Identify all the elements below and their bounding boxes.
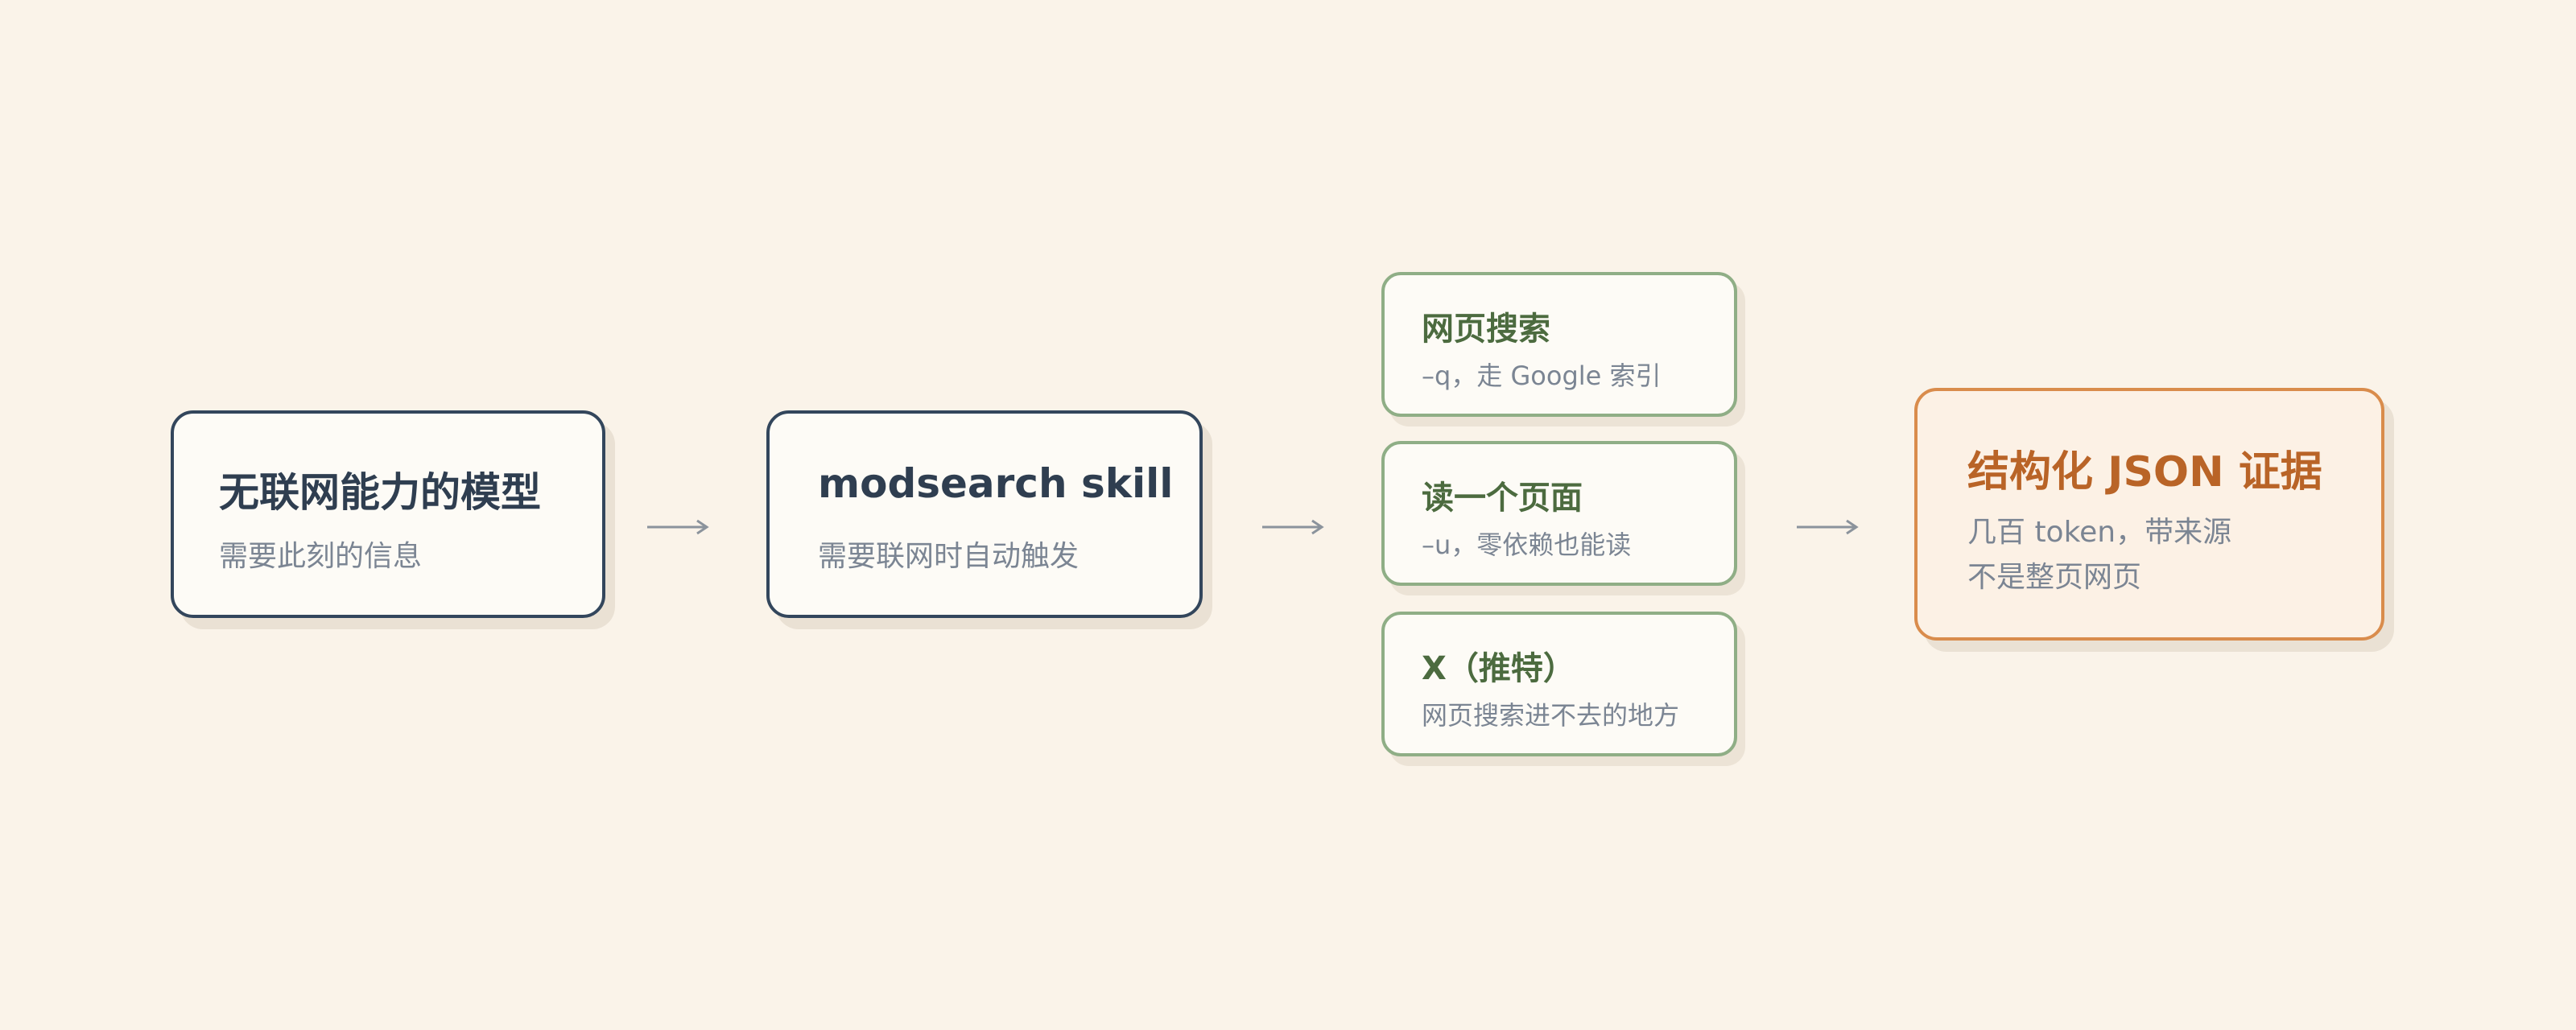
- node-web-search-title: 网页搜索: [1422, 311, 1550, 348]
- node-model: 无联网能力的模型 需要此刻的信息: [171, 410, 605, 618]
- arrow-tools-to-evidence: [1795, 517, 1860, 537]
- node-evidence-subtitle-line2: 不是整页网页: [1967, 561, 2142, 594]
- node-read-page-title: 读一个页面: [1422, 480, 1583, 517]
- node-x-twitter-subtitle: 网页搜索进不去的地方: [1422, 700, 1680, 731]
- node-skill-subtitle: 需要联网时自动触发: [818, 540, 1080, 573]
- arrow-skill-to-tools: [1261, 517, 1325, 537]
- node-skill: modsearch skill 需要联网时自动触发: [766, 410, 1203, 618]
- node-evidence-subtitle-line1: 几百 token，带来源: [1967, 516, 2232, 549]
- arrow-model-to-skill: [646, 517, 710, 537]
- node-evidence-title: 结构化 JSON 证据: [1967, 448, 2322, 496]
- node-model-subtitle: 需要此刻的信息: [219, 540, 423, 573]
- node-x-twitter: X（推特） 网页搜索进不去的地方: [1381, 612, 1737, 756]
- node-web-search-subtitle: –q，走 Google 索引: [1422, 360, 1662, 391]
- node-web-search: 网页搜索 –q，走 Google 索引: [1381, 272, 1737, 417]
- node-read-page: 读一个页面 –u，零依赖也能读: [1381, 441, 1737, 586]
- node-read-page-subtitle: –u，零依赖也能读: [1422, 529, 1632, 560]
- node-skill-title: modsearch skill: [818, 460, 1174, 507]
- node-x-twitter-title: X（推特）: [1422, 650, 1575, 687]
- node-model-title: 无联网能力的模型: [219, 469, 541, 516]
- node-evidence: 结构化 JSON 证据 几百 token，带来源 不是整页网页: [1914, 388, 2384, 641]
